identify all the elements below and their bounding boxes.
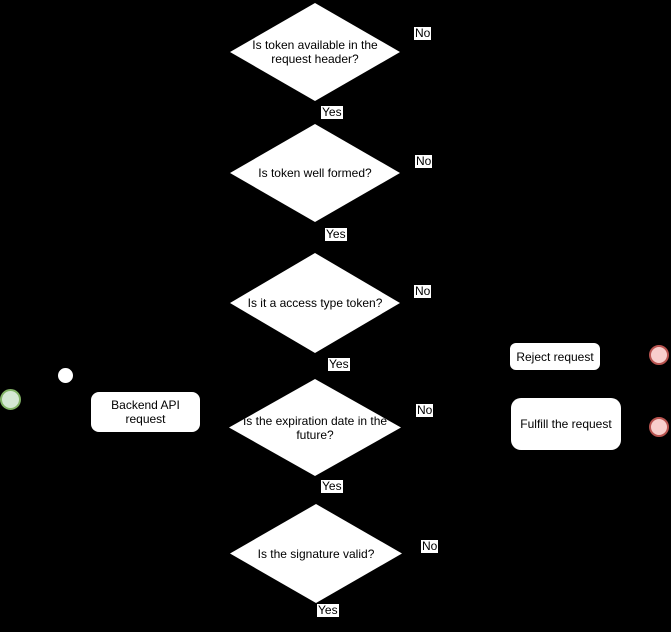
edge-label-no-expiration-date: No	[416, 403, 434, 417]
node-reject-request-label: Reject request	[516, 349, 594, 364]
node-backend-api-request: Backend API request	[91, 392, 200, 432]
edge-label-yes-token-available: Yes	[321, 105, 343, 119]
decision-token-available: Is token available in the request header…	[230, 3, 400, 101]
edge-label-no-token-well-formed: No	[415, 154, 433, 168]
edge-label-yes-access-type-token: Yes	[328, 357, 350, 371]
decision-token-available-question: Is token available in the request header…	[252, 38, 378, 66]
edge-label-yes-expiration-date: Yes	[321, 479, 343, 493]
end-circle-fulfill	[649, 417, 669, 437]
decision-expiration-date: Is the expiration date in the future?	[229, 379, 401, 476]
node-backend-api-request-label: Backend API request	[111, 398, 180, 426]
edge-label-no-signature-valid: No	[421, 539, 439, 553]
decision-token-well-formed: Is token well formed?	[230, 124, 400, 222]
edge-label-yes-signature-valid: Yes	[317, 603, 339, 617]
junction-dot	[58, 368, 73, 383]
node-reject-request: Reject request	[510, 343, 600, 370]
decision-expiration-date-question: Is the expiration date in the future?	[242, 413, 388, 442]
decision-access-type-token-question: Is it a access type token?	[247, 296, 383, 310]
start-circle	[0, 389, 21, 410]
edge-label-no-access-type-token: No	[414, 284, 432, 298]
decision-signature-valid-question: Is the signature valid?	[257, 546, 375, 561]
end-circle-reject	[649, 345, 669, 365]
edge-label-yes-token-well-formed: Yes	[325, 227, 347, 241]
edge-label-no-token-available: No	[414, 26, 432, 40]
node-fulfill-request: Fulfill the request	[511, 398, 621, 450]
decision-access-type-token: Is it a access type token?	[230, 253, 400, 353]
decision-signature-valid: Is the signature valid?	[230, 504, 402, 603]
decision-token-well-formed-question: Is token well formed?	[258, 166, 372, 180]
node-fulfill-request-label: Fulfill the request	[520, 417, 612, 431]
